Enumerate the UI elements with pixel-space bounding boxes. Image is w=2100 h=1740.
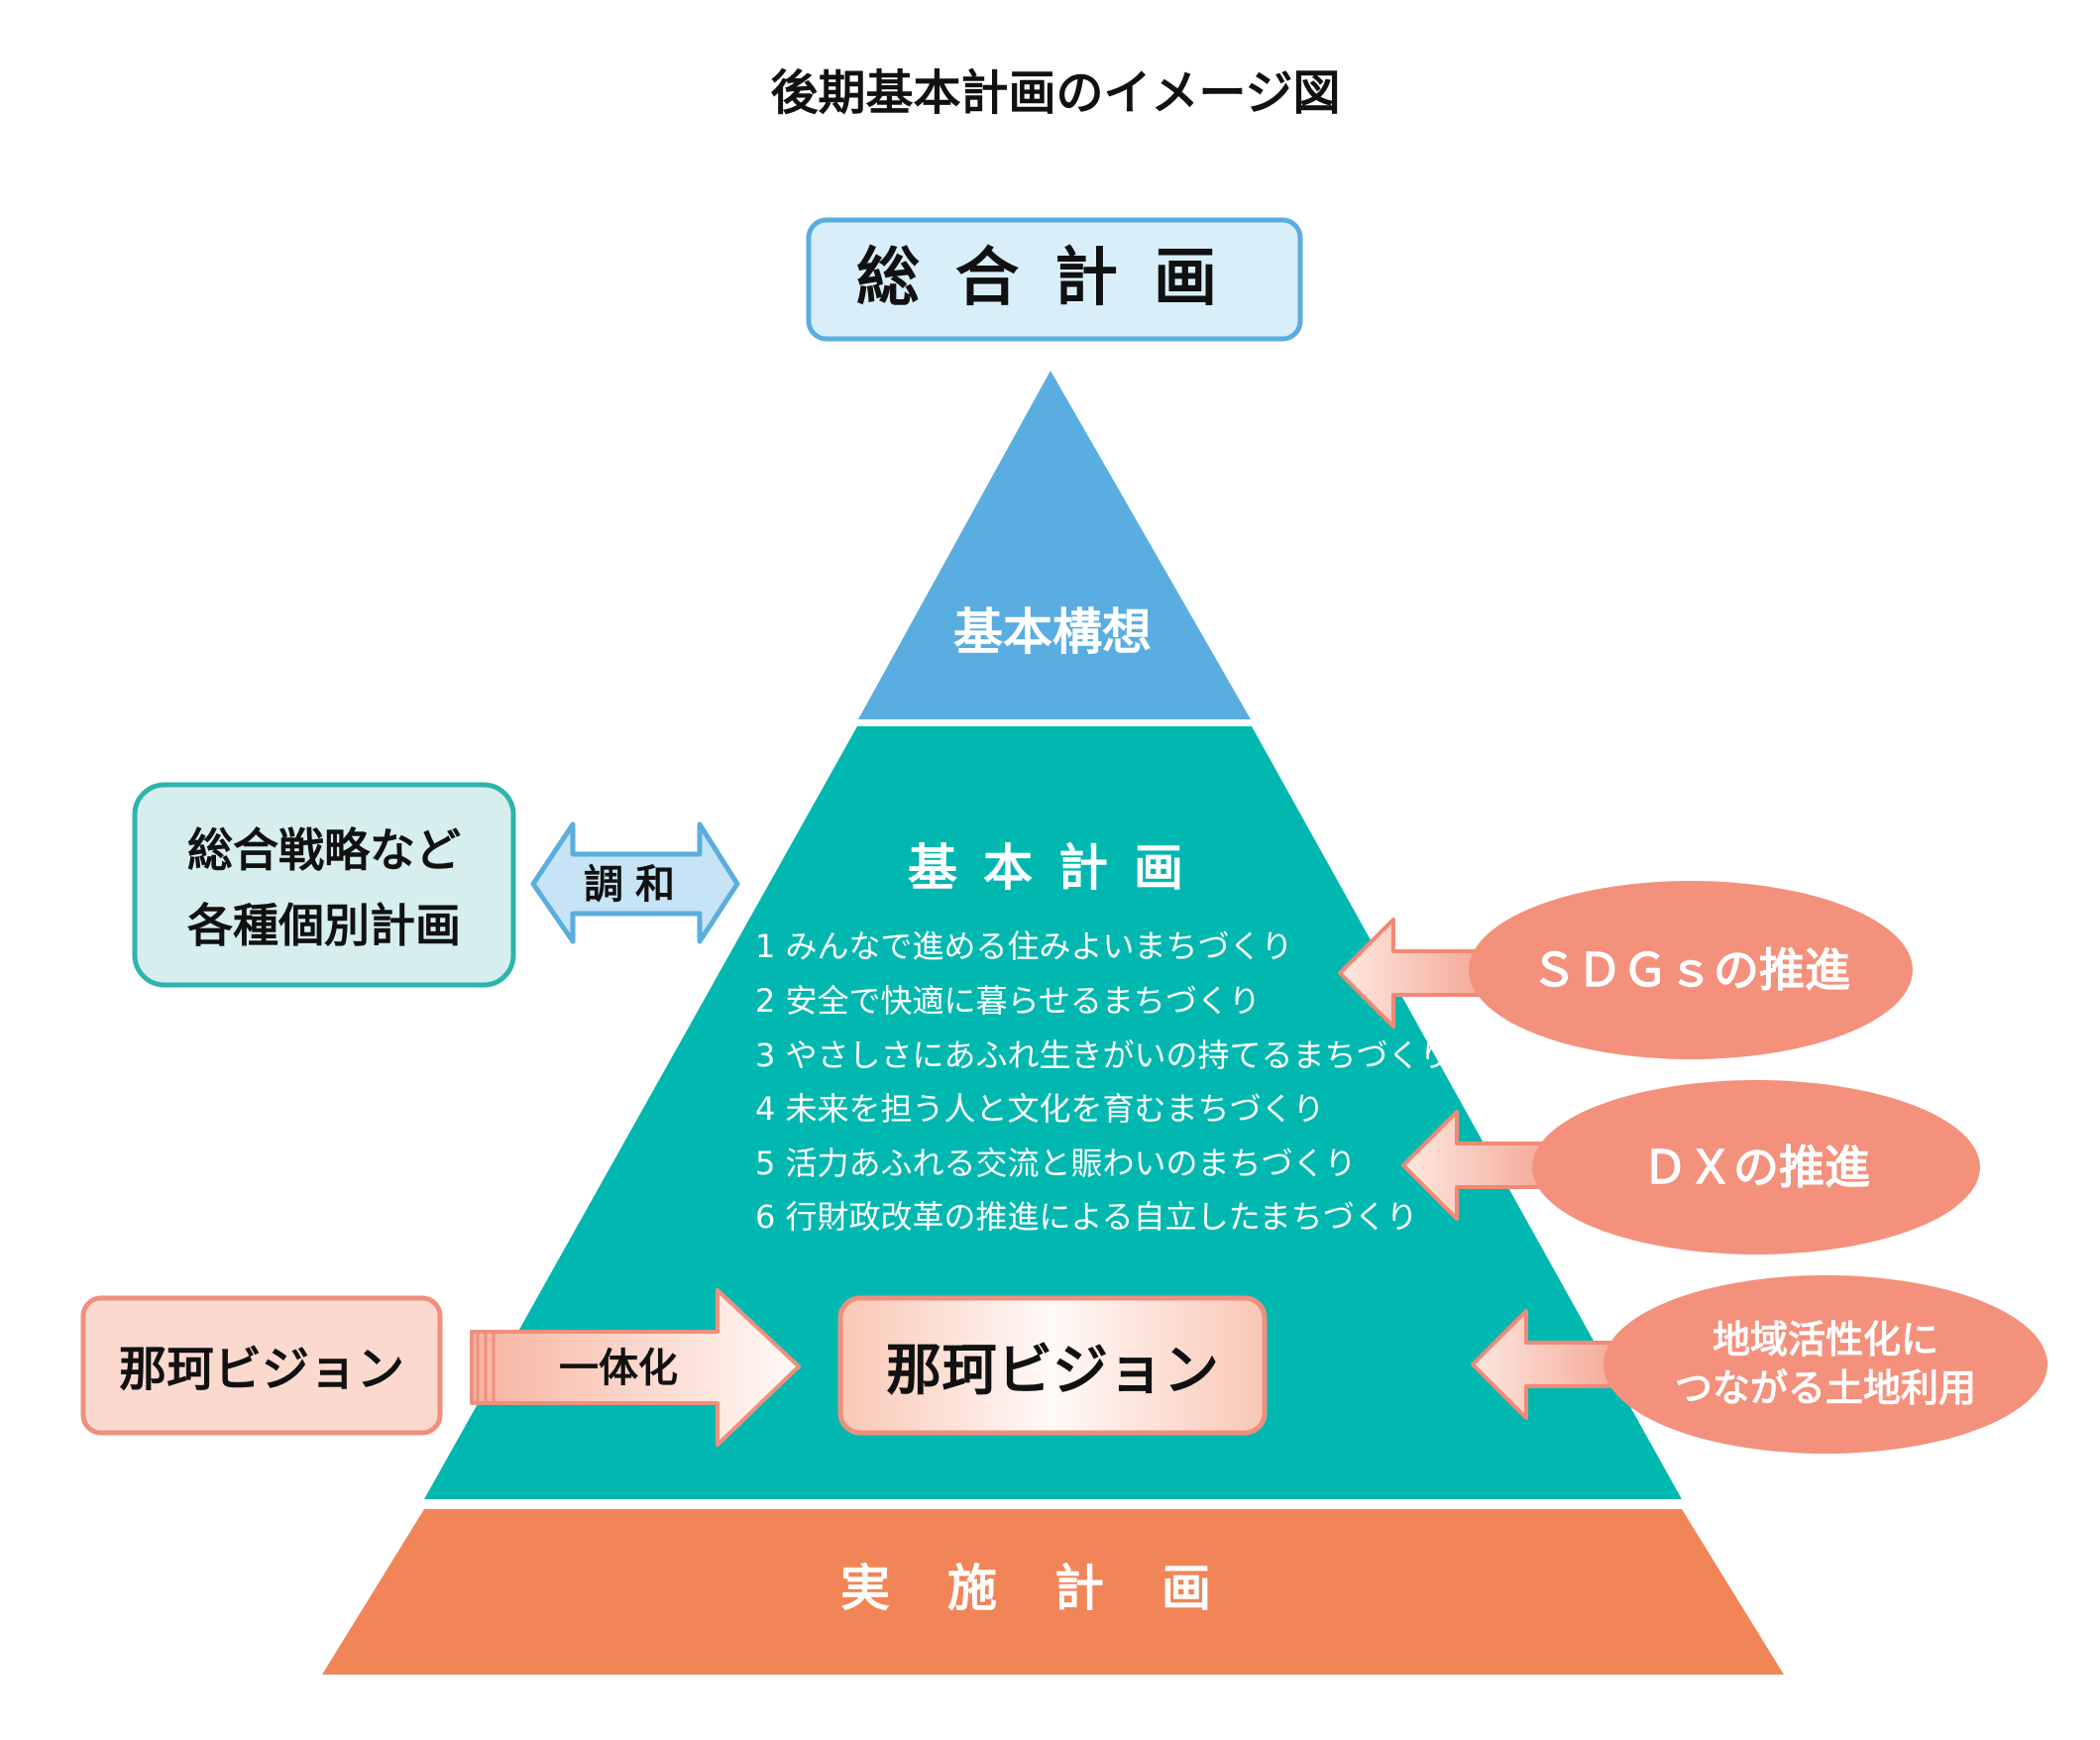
dx-label: ＤＸの推進 bbox=[1642, 1141, 1870, 1194]
pyramid-middle bbox=[424, 726, 1682, 1499]
plan-item: 1 みんなで進める住みよいまちづくり bbox=[755, 927, 1293, 965]
naka-vision-inner-box: 那珂ビジョン bbox=[837, 1295, 1268, 1436]
naka-vision-box: 那珂ビジョン bbox=[80, 1295, 443, 1436]
land-use-group: 地域活性化に つながる土地利用 bbox=[1471, 1275, 2047, 1454]
naka-vision-label: 那珂ビジョン bbox=[119, 1342, 404, 1397]
sdgs-group: ＳＤＧｓの推進 bbox=[1338, 881, 1913, 1059]
harmony-double-arrow: 調和 bbox=[530, 821, 740, 944]
basic-plan-label: 基本計画 bbox=[908, 839, 1209, 897]
integration-arrow: 一体化 bbox=[470, 1288, 801, 1447]
implementation-plan-label: 実施計画 bbox=[840, 1560, 1269, 1617]
strategy-line1: 総合戦略など bbox=[187, 823, 461, 877]
pyramid-apex bbox=[858, 371, 1251, 719]
sdgs-label: ＳＤＧｓの推進 bbox=[1531, 943, 1850, 997]
plan-item: 4 未来を担う人と文化を育むまちづくり bbox=[755, 1090, 1325, 1128]
plan-item: 3 やさしさにあふれ生きがいの持てるまちづくり bbox=[755, 1036, 1452, 1074]
strategy-box: 総合戦略など 各種個別計画 bbox=[132, 782, 516, 988]
plan-item: 2 安全で快適に暮らせるまちづくり bbox=[755, 982, 1261, 1020]
basic-plan-items: 1 みんなで進める住みよいまちづくり 2 安全で快適に暮らせるまちづくり 3 や… bbox=[755, 927, 1452, 1236]
strategy-line2: 各種個別計画 bbox=[187, 899, 461, 952]
page-title: 後期基本計画のイメージ図 bbox=[770, 65, 1340, 121]
plan-item: 5 活力あふれる交流と賑わいのまちづくり bbox=[755, 1144, 1357, 1182]
comprehensive-plan-box: 総合計画 bbox=[806, 217, 1303, 342]
harmony-label: 調和 bbox=[584, 862, 687, 908]
pyramid-base bbox=[322, 1509, 1784, 1675]
naka-vision-inner-label: 那珂ビジョン bbox=[886, 1339, 1219, 1403]
dx-group: ＤＸの推進 bbox=[1401, 1080, 1980, 1254]
land-use-line1: 地域活性化に bbox=[1713, 1318, 1938, 1361]
land-use-line2: つながる土地利用 bbox=[1675, 1366, 1976, 1410]
basic-concept-label: 基本構想 bbox=[953, 603, 1152, 661]
comprehensive-plan-label: 総合計画 bbox=[856, 242, 1253, 315]
plan-item: 6 行財政改革の推進による自立したまちづくり bbox=[755, 1198, 1418, 1236]
integration-label: 一体化 bbox=[559, 1346, 678, 1391]
